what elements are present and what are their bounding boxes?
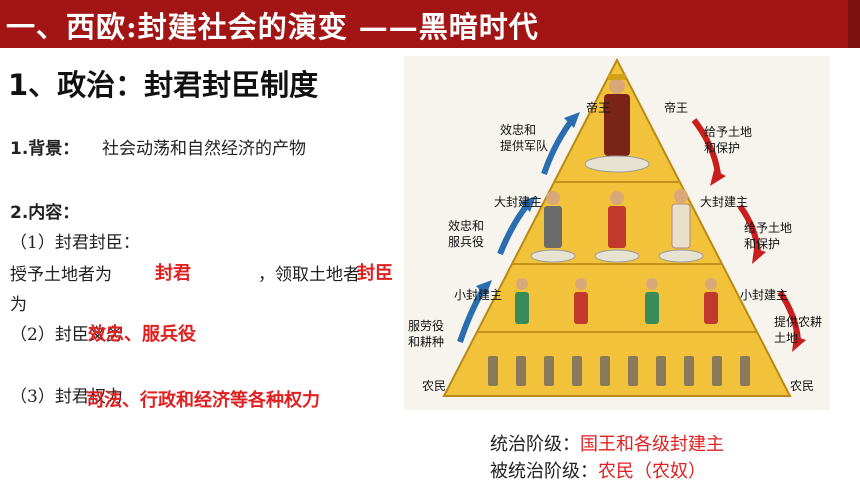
ruling-class-value: 国王和各级封建主 <box>580 434 724 455</box>
section-title: 1、政治：封君封臣制度 <box>8 68 319 102</box>
item1-label: （1）封君封臣： <box>10 233 140 253</box>
ruled-class-line: 被统治阶级：农民（农奴） <box>490 457 706 483</box>
obligation-arrows <box>457 118 575 343</box>
feudal-pyramid-svg: 帝王 大封建主 小封建主 农民 帝王 大封建主 小封建主 农民 效忠和 提供军队… <box>408 57 826 397</box>
title-bar: 一、西欧:封建社会的演变 ——黑暗时代 <box>0 0 860 48</box>
up-label-3: 服劳役 和耕种 <box>408 318 448 349</box>
label-small-lord-right: 小封建主 <box>740 288 788 302</box>
obligation-arrowheads <box>476 112 580 296</box>
up-label-2: 效忠和 服兵役 <box>448 218 488 249</box>
background-text: 社会动荡和自然经济的产物 <box>102 139 306 159</box>
label-king-left: 帝王 <box>586 100 610 115</box>
label-peasant-left: 农民 <box>422 379 446 393</box>
ruled-class-value: 农民（农奴） <box>598 461 706 482</box>
label-peasant-right: 农民 <box>790 379 814 393</box>
content-label: 2.内容： <box>10 203 80 223</box>
label-small-lord-left: 小封建主 <box>454 288 502 302</box>
grant-arrowheads <box>710 170 806 352</box>
label-king-right: 帝王 <box>664 100 688 115</box>
feudal-pyramid-figure: 帝王 大封建主 小封建主 农民 帝王 大封建主 小封建主 农民 效忠和 提供军队… <box>404 56 830 410</box>
peasants-figures <box>488 356 750 386</box>
small-lords-figures <box>515 278 718 324</box>
down-label-1: 给予土地 和保护 <box>704 125 756 155</box>
down-label-2: 给予土地 和保护 <box>744 221 796 251</box>
item1-line-c: 为 <box>10 295 27 315</box>
item1-line-b: ，领取土地者 <box>258 265 360 285</box>
item3-label: （3）封君权力 <box>10 387 123 407</box>
item1-line-a: 授予土地者为 <box>10 265 112 285</box>
down-label-3: 提供农耕 土地 <box>774 314 826 345</box>
slide-title: 一、西欧:封建社会的演变 ——黑暗时代 <box>6 10 539 44</box>
ruled-class-label: 被统治阶级： <box>490 461 598 482</box>
up-label-1: 效忠和 提供军队 <box>500 122 548 153</box>
answer-powers: 司法、行政和经济等各种权力 <box>86 390 320 411</box>
ruling-class-line: 统治阶级：国王和各级封建主 <box>490 430 724 456</box>
background-label: 1.背景： <box>10 139 80 159</box>
grant-arrows <box>691 118 801 341</box>
ruling-class-label: 统治阶级： <box>490 434 580 455</box>
king-figure <box>584 74 650 173</box>
label-great-lord-right: 大封建主 <box>700 195 748 209</box>
answer-lord: 封君 <box>155 263 191 284</box>
title-bar-edge <box>848 0 860 48</box>
answer-vassal: 封臣 <box>357 263 393 284</box>
great-lords-figures <box>530 189 704 263</box>
answer-obligations: 效忠、服兵役 <box>88 324 196 345</box>
label-great-lord-left: 大封建主 <box>494 195 542 209</box>
item2-label: （2）封臣义务 <box>10 325 123 345</box>
